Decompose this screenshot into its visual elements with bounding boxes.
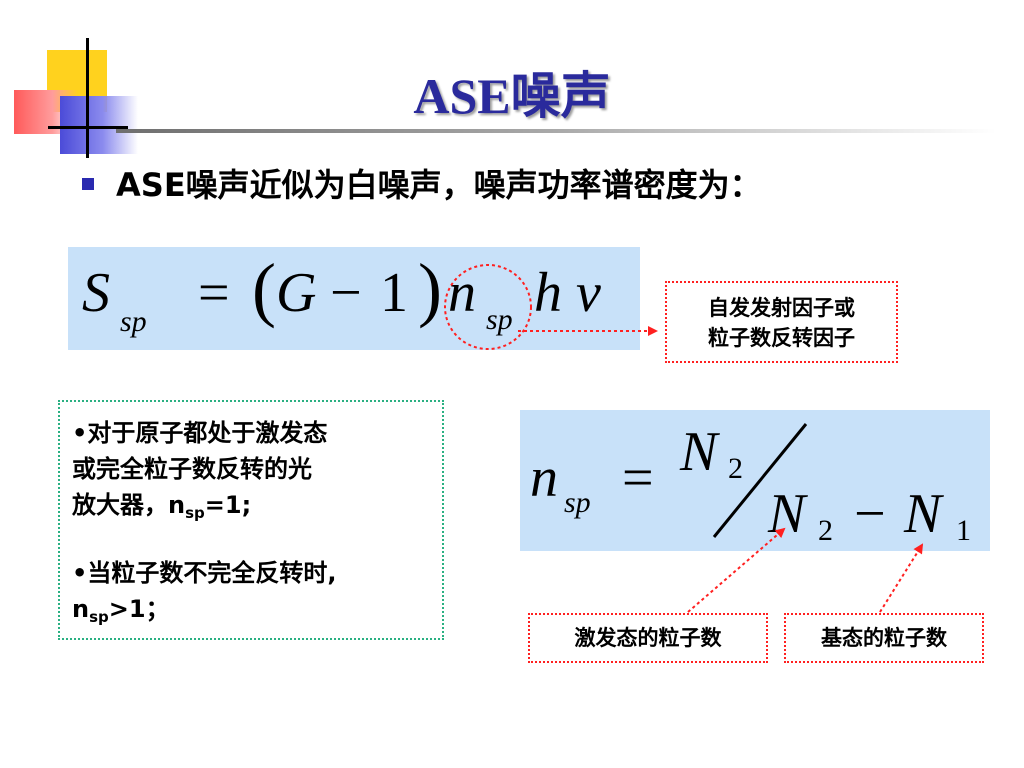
callout-ground-state: 基态的粒子数 bbox=[784, 613, 984, 663]
formula-nsp-den-sub2: 2 bbox=[818, 514, 833, 547]
formula-psd-n-sub: sp bbox=[486, 303, 513, 336]
formula-psd-rparen: ) bbox=[418, 249, 442, 329]
note-p2-value: >1 bbox=[108, 595, 146, 623]
formula-nsp-den-sub1: 1 bbox=[956, 514, 971, 547]
formula-psd-n: n bbox=[448, 262, 476, 324]
slide-title: ASE噪声 bbox=[413, 68, 611, 124]
note-p2-end: ； bbox=[145, 595, 170, 623]
note-p1-line1: •对于原子都处于激发态 bbox=[72, 419, 328, 447]
note-p2-line1: •当粒子数不完全反转时, bbox=[72, 559, 337, 587]
logo-horizontal-line bbox=[48, 126, 128, 129]
note-p1-value: =1; bbox=[204, 491, 252, 519]
formula-psd-lparen: ( bbox=[252, 249, 276, 329]
nsp-highlight-circle bbox=[444, 264, 532, 350]
formula-psd-minus: − bbox=[330, 262, 362, 324]
formula-psd-box: S sp = ( G − 1 ) n sp h ν bbox=[68, 247, 640, 350]
callout-emission-factor-line2: 粒子数反转因子 bbox=[708, 326, 855, 350]
arrow-ground-state bbox=[879, 543, 924, 613]
formula-nsp-den-minus: − bbox=[854, 483, 886, 545]
note-p1-var: n bbox=[168, 491, 186, 519]
note-p2-var: n bbox=[72, 595, 90, 623]
formula-nsp-n-sub: sp bbox=[564, 486, 591, 519]
bullet-text: ASE噪声近似为白噪声，噪声功率谱密度为： bbox=[116, 166, 762, 204]
formula-psd-nu: ν bbox=[576, 262, 601, 324]
callout-excited-state: 激发态的粒子数 bbox=[528, 613, 768, 663]
bullet-square-icon bbox=[82, 178, 94, 190]
fraction-slash bbox=[712, 423, 808, 538]
formula-psd-h: h bbox=[534, 262, 562, 324]
formula-nsp-den-N2: N bbox=[768, 483, 806, 545]
note-p1-line2: 或完全粒子数反转的光 bbox=[72, 455, 312, 483]
callout-emission-factor-line1: 自发发射因子或 bbox=[708, 296, 855, 320]
formula-psd-one: 1 bbox=[380, 262, 408, 324]
note-p1-line3-text: 放大器， bbox=[72, 491, 168, 519]
formula-nsp-n: n bbox=[530, 447, 558, 509]
notes-box: •对于原子都处于激发态 或完全粒子数反转的光 放大器，nsp=1; •当粒子数不… bbox=[58, 400, 444, 640]
formula-psd-S-sub: sp bbox=[120, 305, 147, 338]
formula-psd-equals: = bbox=[198, 262, 230, 324]
formula-psd-G: G bbox=[276, 262, 317, 324]
formula-nsp-den-N1: N bbox=[904, 483, 942, 545]
arrow-excited-state bbox=[687, 527, 786, 613]
formula-nsp-equals: = bbox=[622, 447, 654, 509]
note-p2-line2: nsp>1； bbox=[72, 592, 170, 634]
logo-blue-square bbox=[60, 96, 138, 154]
title-underline bbox=[116, 129, 996, 133]
note-p1-line3: 放大器，nsp=1; bbox=[72, 488, 251, 530]
logo-vertical-line bbox=[86, 38, 89, 158]
formula-nsp-numerator-sub: 2 bbox=[728, 452, 743, 485]
note-p2-var-sub: sp bbox=[89, 608, 109, 626]
callout-emission-factor: 自发发射因子或 粒子数反转因子 bbox=[665, 281, 898, 363]
formula-nsp-box: n sp = N 2 N 2 − N 1 bbox=[520, 410, 990, 551]
formula-psd-S: S bbox=[82, 262, 110, 324]
formula-nsp-numerator-N: N bbox=[680, 421, 718, 483]
note-p1-var-sub: sp bbox=[185, 504, 205, 522]
